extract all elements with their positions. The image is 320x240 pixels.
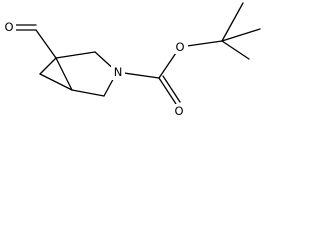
ring-nitrogen-label: N	[114, 65, 123, 79]
carbonyl-oxygen-mask	[172, 104, 186, 118]
bond-tert-butyl-methyl-down	[221, 40, 250, 60]
ester-oxygen-label: O	[175, 40, 184, 54]
bond-tert-butyl-methyl-up	[221, 2, 244, 42]
ester-oxygen-mask	[174, 40, 188, 54]
ring-nitrogen-mask	[111, 64, 125, 80]
bond-carbonyl-c-o-double-1	[158, 77, 177, 105]
bond-cyclopropane-left-lower	[39, 73, 73, 91]
bond-cyclopropane-left-upper	[39, 57, 57, 75]
bond-cyclopropane-top	[55, 57, 73, 91]
bond-ring-to-aldehyde-carbon	[35, 29, 57, 59]
bond-tert-butyl-methyl-right	[221, 28, 261, 42]
aldehyde-oxygen-mask	[2, 20, 16, 35]
structure-diagram: O N O O	[2, 2, 261, 118]
bond-bridgehead-to-ch2-bottom	[71, 89, 105, 97]
bond-carbonyl-c-o-double-2	[162, 75, 181, 103]
carbonyl-oxygen-label: O	[174, 104, 183, 118]
aldehyde-oxygen-label: O	[4, 20, 13, 34]
bond-bridgehead-to-ch2-top	[55, 51, 96, 59]
